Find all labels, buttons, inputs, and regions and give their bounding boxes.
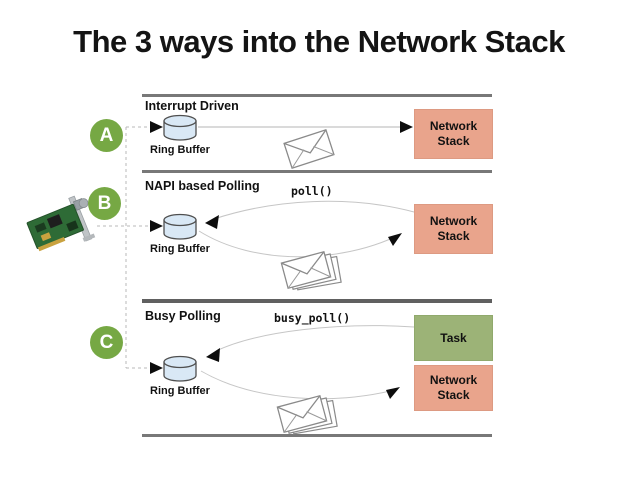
ring-buffer-icon <box>163 114 197 141</box>
separator-line <box>142 434 492 437</box>
ring-buffer-label: Ring Buffer <box>150 144 210 156</box>
busy-poll-call-label: busy_poll() <box>274 311 351 325</box>
ring-buffer-label: Ring Buffer <box>150 243 210 255</box>
separator-line <box>142 299 492 303</box>
ring-buffer-label: Ring Buffer <box>150 385 210 397</box>
separator-line <box>142 94 492 97</box>
badge-a: A <box>90 119 123 152</box>
ring-buffer-icon <box>163 355 197 382</box>
network-stack-box: Network Stack <box>414 109 493 159</box>
interrupt-flow-line <box>198 121 413 133</box>
badge-c: C <box>90 326 123 359</box>
section-label-interrupt-driven: Interrupt Driven <box>145 99 239 113</box>
envelope-stack-icon <box>281 249 343 296</box>
section-label-napi-polling: NAPI based Polling <box>145 179 260 193</box>
ring-buffer-icon <box>163 213 197 240</box>
network-stack-box: Network Stack <box>414 365 493 411</box>
napi-poll-curves <box>198 200 415 258</box>
separator-line <box>142 170 492 173</box>
poll-call-label: poll() <box>291 184 333 198</box>
envelope-stack-icon <box>277 393 339 440</box>
section-label-busy-polling: Busy Polling <box>145 309 221 323</box>
network-stack-box: Network Stack <box>414 204 493 254</box>
task-box: Task <box>414 315 493 361</box>
badge-b: B <box>88 187 121 220</box>
page-title: The 3 ways into the Network Stack <box>73 24 565 59</box>
envelope-icon <box>283 129 335 169</box>
busy-poll-curves <box>200 325 415 400</box>
